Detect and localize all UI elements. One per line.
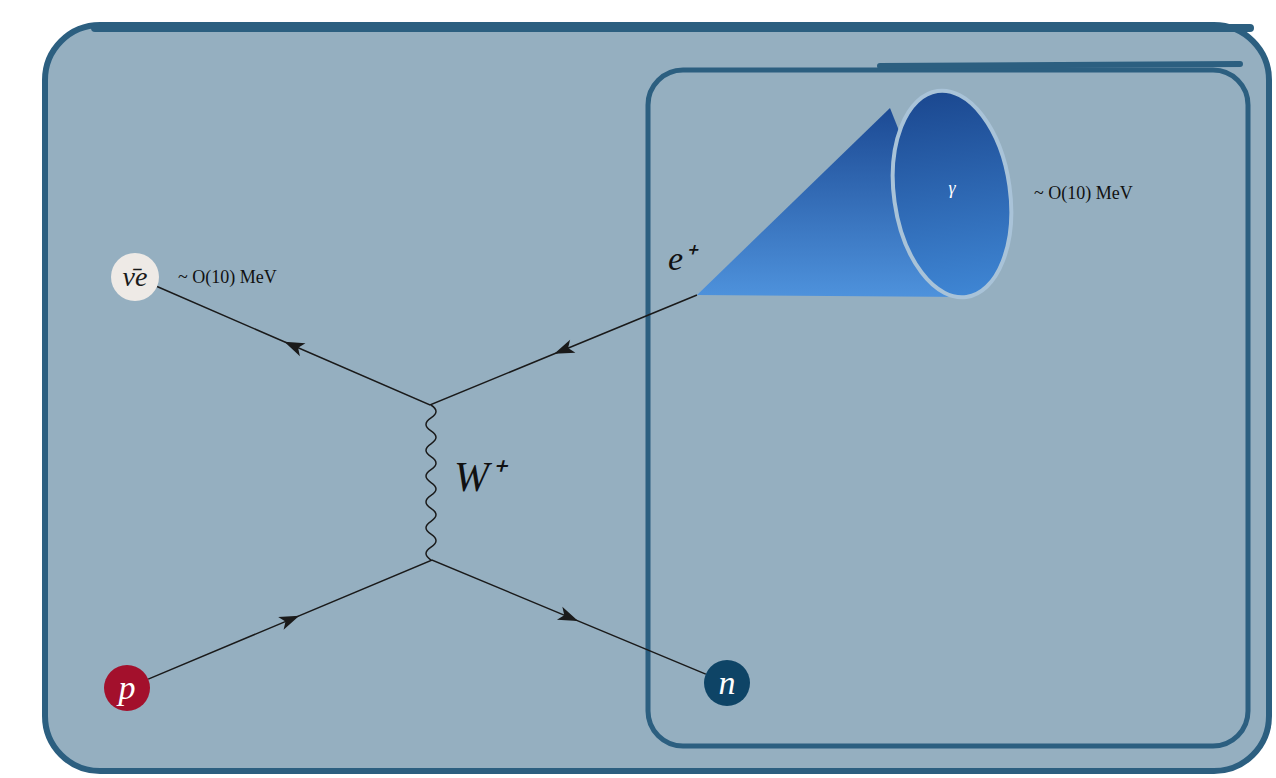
arrowhead (284, 342, 305, 356)
fermion-line (157, 287, 697, 405)
inner-panel (648, 70, 1248, 746)
cone-cap (880, 85, 1020, 305)
boson-propagator (426, 405, 436, 560)
energy-label: ~ O(10) MeV (178, 268, 277, 286)
particle-label: W⁺ (454, 456, 503, 498)
particle-symbol: ν̄e (123, 263, 148, 291)
fermion-line (148, 560, 706, 679)
energy-label: ~ O(10) MeV (1034, 184, 1133, 202)
arrowhead (557, 607, 578, 621)
fermion-line (157, 287, 697, 405)
arrowhead (278, 616, 299, 630)
cone-shape (690, 85, 1020, 310)
panel-stripe (880, 64, 1240, 66)
particle-circle: p (104, 665, 150, 711)
arrowhead (554, 340, 575, 354)
particle-symbol: γ (948, 179, 955, 197)
fermion-line (148, 560, 706, 679)
particle-circle: n (704, 660, 750, 706)
photon-cone: γ (690, 85, 1020, 310)
panel-stripe (95, 24, 1250, 32)
particle-symbol: p (119, 671, 136, 705)
particle-symbol: n (719, 666, 736, 700)
particle-label: e⁺ (668, 242, 694, 276)
particle-circle: ν̄e (111, 253, 159, 301)
outer-panel (45, 25, 1269, 771)
